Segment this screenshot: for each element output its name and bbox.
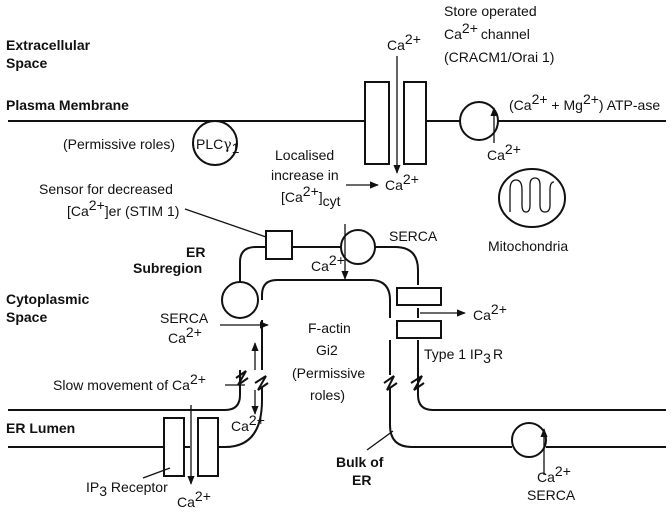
ca-extracellular: Ca2+ (387, 31, 421, 53)
store-operated-channel (364, 56, 427, 174)
label-store-operated: Store operated (444, 3, 537, 19)
er-membrane (8, 246, 666, 448)
ca-ip3-receptor: Ca2+ (177, 488, 211, 510)
atpase-pump (459, 101, 499, 141)
label-plc-gamma: PLCγ1 (196, 136, 240, 156)
label-bulk-of: Bulk of (336, 454, 384, 470)
label-ip3-receptor: IP3 Receptor (86, 479, 168, 499)
ip3-receptor (142, 405, 219, 485)
ca-er-lumen: Ca2+ (231, 412, 265, 434)
serca-pump-bottom (511, 422, 547, 458)
label-channel: Ca2+channel (444, 20, 530, 42)
mitochondria-icon (498, 168, 566, 228)
label-er-subregion-2: Subregion (133, 260, 202, 276)
label-increase-in: increase in (271, 167, 339, 183)
serca-pump-top (340, 229, 376, 265)
label-er-lumen: ER Lumen (6, 420, 75, 436)
label-permissive-2: (Permissive (292, 365, 365, 381)
label-mitochondria: Mitochondria (488, 238, 568, 254)
label-er-subregion-1: ER (186, 244, 205, 260)
ca-atpase: Ca2+ (487, 141, 521, 163)
type1-ip3-receptor (396, 287, 466, 339)
ca-serca-top: Ca2+ (311, 252, 345, 274)
label-cytoplasmic: Cytoplasmic (6, 291, 89, 307)
label-serca-left: SERCA (160, 310, 209, 326)
label-permissive-roles: (Permissive roles) (63, 136, 175, 152)
label-extracellular: Extracellular (6, 37, 91, 53)
label-localised: Localised (275, 147, 334, 163)
label-ca-cyt: [Ca2+]cyt (281, 183, 341, 209)
label-roles: roles) (310, 387, 345, 403)
label-slow-movement: Slow movement of Ca2+ (53, 371, 206, 393)
label-plasma-membrane: Plasma Membrane (6, 97, 129, 113)
ca-serca-bottom: Ca2+ (537, 463, 571, 485)
bulk-leader (366, 430, 394, 451)
label-cracm1-orai1: (CRACM1/Orai 1) (444, 49, 554, 65)
serca-pump-left (221, 281, 259, 319)
ca-localised: Ca2+ (385, 171, 419, 193)
label-bulk-er: ER (352, 472, 371, 488)
label-gi2: Gi2 (316, 342, 338, 358)
plc-gamma-circle (192, 120, 238, 166)
label-serca-bottom: SERCA (527, 487, 576, 503)
label-extracellular-space: Space (6, 55, 47, 71)
label-factin: F-actin (308, 320, 351, 336)
sensor-leader-line (184, 208, 267, 238)
label-serca-top: SERCA (389, 228, 438, 244)
label-atpase: (Ca2+ + Mg2+) ATP-ase (509, 91, 660, 113)
ca-serca-left: Ca2+ (168, 324, 202, 346)
stim1-sensor (265, 230, 293, 260)
label-cytoplasmic-space: Space (6, 309, 47, 325)
label-sensor: Sensor for decreased (39, 181, 173, 197)
label-stim1: [Ca2+]er (STIM 1) (67, 197, 179, 219)
ca-ip3r-out: Ca2+ (473, 301, 507, 323)
